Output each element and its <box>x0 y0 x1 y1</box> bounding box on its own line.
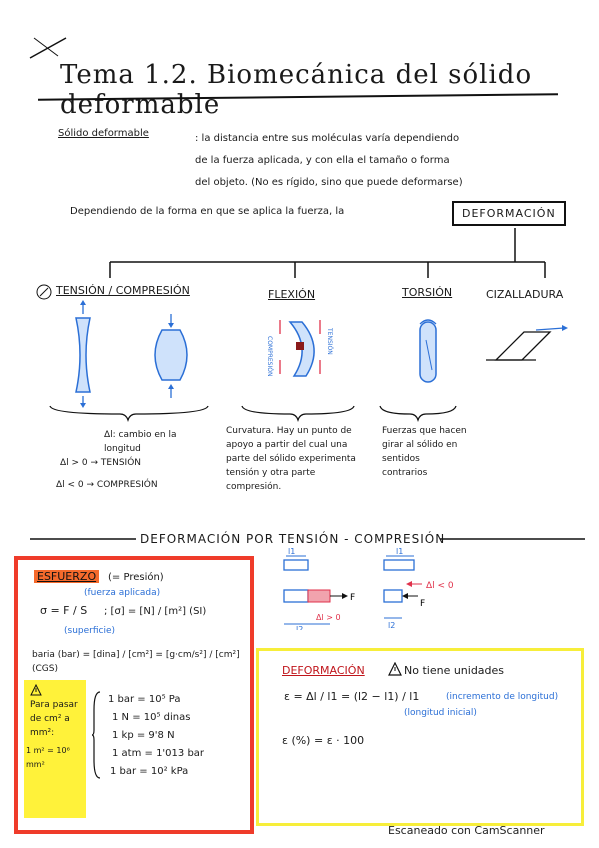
strain-percent: ε (%) = ε · 100 <box>282 734 365 747</box>
svg-text:COMPRESIÓN: COMPRESIÓN <box>266 336 273 376</box>
definition-body: : la distancia entre sus moléculas varía… <box>195 128 585 194</box>
svg-text:l2: l2 <box>388 621 395 630</box>
tension-negative: Δl < 0 → COMPRESIÓN <box>56 480 158 490</box>
svg-text:l2: l2 <box>296 625 303 630</box>
branch-torsion: TORSIÓN <box>402 286 453 299</box>
svg-text:TENSIÓN: TENSIÓN <box>326 327 333 355</box>
note-equation: 1 m² = 10⁶ mm² <box>26 746 70 769</box>
deformacion-panel <box>256 648 584 826</box>
tension-positive: Δl > 0 → TENSIÓN <box>60 458 142 468</box>
warning-icon <box>30 684 42 696</box>
conversion-4: 1 atm = 1'013 bar <box>112 748 205 759</box>
sigma-formula: σ = F / S <box>40 604 88 617</box>
esfuerzo-panel <box>14 556 254 834</box>
branch-tension: TENSIÓN / COMPRESIÓN <box>56 284 190 297</box>
conversion-3: 1 kp = 9'8 N <box>112 730 175 741</box>
note-title: Para pasar de cm² a mm²: <box>30 700 78 738</box>
strain-formula: ε = Δl / l1 = (l2 − l1) / l1 <box>284 690 420 703</box>
sigma-units: ; [σ] = [N] / [m²] (SI) <box>104 606 207 617</box>
conversion-5: 1 bar = 10² kPa <box>110 766 189 777</box>
footer-scanner: Escaneado con CamScanner <box>388 824 545 837</box>
svg-text:Δl < 0: Δl < 0 <box>426 581 454 591</box>
tension-delta: Δl: cambio en la longitud <box>104 430 177 454</box>
branch-flexion: FLEXIÓN <box>268 288 316 301</box>
definition-line: de la fuerza aplicada, y con ella el tam… <box>195 155 450 166</box>
numbered-circle-icon <box>36 284 52 300</box>
definition-term: Sólido deformable <box>58 128 149 139</box>
conversion-brace <box>92 691 101 779</box>
pencil-icon <box>29 37 67 59</box>
branch-shear: CIZALLADURA <box>486 288 564 301</box>
flexion-description: Curvatura. Hay un punto de apoyo a parti… <box>226 426 356 492</box>
warning-icon <box>388 662 402 676</box>
svg-text:Δl > 0: Δl > 0 <box>316 613 341 622</box>
inicial-note: (longitud inicial) <box>404 708 477 718</box>
torsion-description: Fuerzas que hacen girar al sólido en sen… <box>382 426 467 478</box>
definition-line: del objeto. (No es rígido, sino que pued… <box>195 177 463 188</box>
conversion-2: 1 N = 10⁵ dinas <box>112 712 191 723</box>
incremento-note: (incremento de longitud) <box>446 692 559 702</box>
length-diagram: l1 F Δl > 0 l2 l1 F Δl < 0 l2 <box>283 548 454 630</box>
section-rule <box>30 538 585 540</box>
deformation-illustrations: COMPRESIÓN TENSIÓN <box>75 300 568 408</box>
definition-line: : la distancia entre sus moléculas varía… <box>195 133 460 144</box>
svg-text:F: F <box>420 599 425 609</box>
svg-text:l1: l1 <box>288 548 295 556</box>
lead-text: Dependiendo de la forma en que se aplica… <box>70 206 345 217</box>
braces <box>49 405 457 423</box>
fuerza-note: (fuerza aplicada) <box>84 588 161 598</box>
conversion-note <box>24 680 86 818</box>
no-units-warning: No tiene unidades <box>404 664 505 677</box>
baria-formula: baria (bar) = [dina] / [cm²] = [g·cm/s²]… <box>32 650 240 674</box>
conversion-1: 1 bar = 10⁵ Pa <box>108 694 181 705</box>
svg-text:F: F <box>350 593 355 603</box>
deformation-box: DEFORMACIÓN <box>452 201 566 226</box>
deformacion-title: DEFORMACIÓN <box>282 664 365 677</box>
esfuerzo-paren: (= Presión) <box>108 572 164 583</box>
section-title: DEFORMACIÓN POR TENSIÓN - COMPRESIÓN <box>140 532 446 546</box>
page-title: Tema 1.2. Biomecánica del sólido deforma… <box>60 60 533 120</box>
svg-text:l1: l1 <box>396 548 403 556</box>
superficie-note: (superficie) <box>64 626 116 636</box>
esfuerzo-title: ESFUERZO <box>34 570 100 583</box>
